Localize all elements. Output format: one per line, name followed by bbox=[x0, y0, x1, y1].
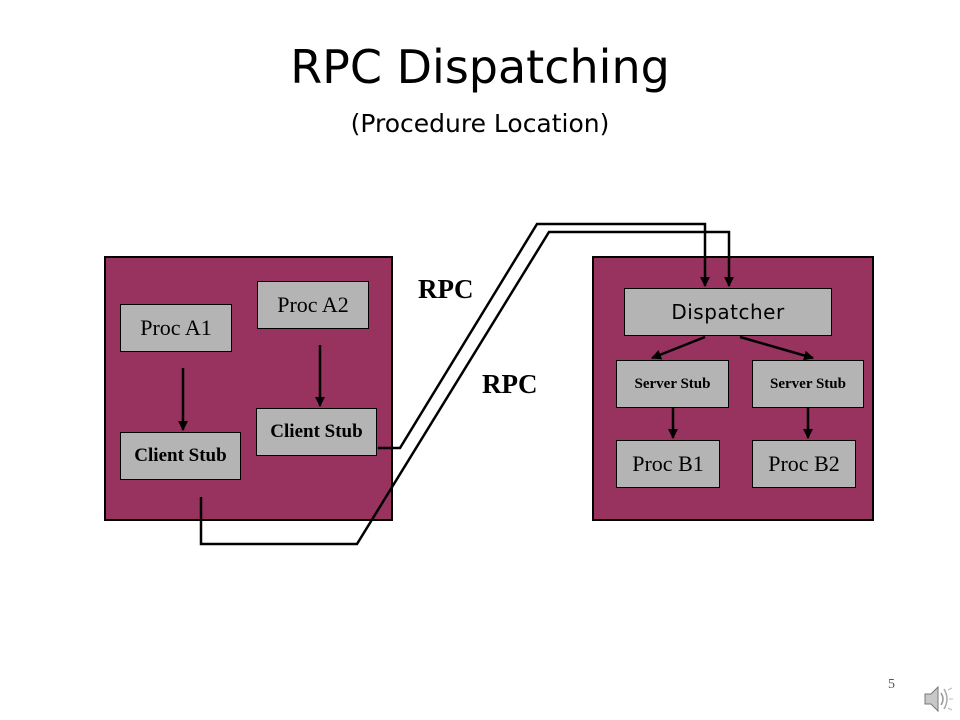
client-stub-2-box: Client Stub bbox=[256, 408, 377, 456]
client-stub-1-box: Client Stub bbox=[120, 432, 241, 480]
rpc-path-upper bbox=[378, 222, 710, 450]
rpc-path-lower bbox=[199, 230, 734, 546]
server-stub-2-box: Server Stub bbox=[752, 360, 864, 408]
speaker-icon[interactable] bbox=[922, 682, 954, 716]
rpc-label-lower: RPC bbox=[482, 369, 538, 399]
dispatcher-box: Dispatcher bbox=[624, 288, 832, 336]
proc-a1-box: Proc A1 bbox=[120, 304, 232, 352]
arrow-dispatcher-to-stub-1 bbox=[651, 335, 706, 360]
arrow-dispatcher-to-stub-2 bbox=[739, 335, 814, 361]
slide-subtitle: (Procedure Location) bbox=[350, 109, 610, 138]
proc-b2-box: Proc B2 bbox=[752, 440, 856, 488]
rpc-label-upper: RPC bbox=[418, 274, 474, 304]
slide-title: RPC Dispatching bbox=[290, 40, 670, 94]
page-number: 5 bbox=[888, 677, 895, 692]
server-stub-1-box: Server Stub bbox=[616, 360, 729, 408]
proc-b1-box: Proc B1 bbox=[616, 440, 720, 488]
proc-a2-box: Proc A2 bbox=[257, 281, 369, 329]
